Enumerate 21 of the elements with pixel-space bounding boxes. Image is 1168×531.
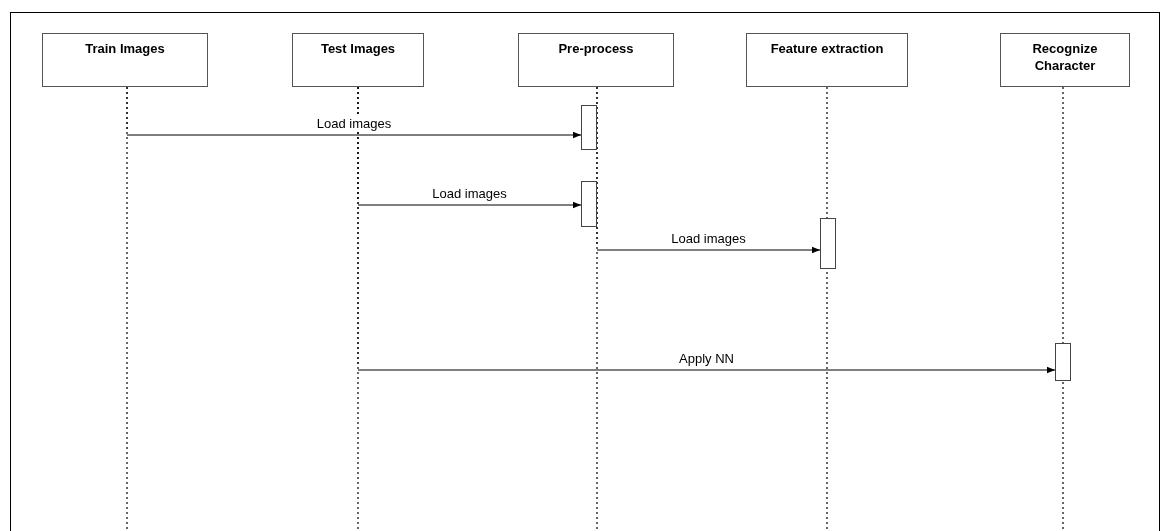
participant-name: Train Images <box>84 40 166 57</box>
activation-bar <box>1055 343 1071 381</box>
participant-box <box>518 33 674 87</box>
edge-label: Load images <box>430 186 509 201</box>
participant-box <box>746 33 908 87</box>
edge-label: Apply NN <box>677 351 736 366</box>
edge-label: Load images <box>314 116 394 131</box>
arrow <box>357 86 1056 374</box>
participant-box <box>42 33 208 87</box>
participant-box <box>1000 33 1130 87</box>
activation-bar <box>581 181 597 227</box>
arrow <box>596 86 821 254</box>
participant-name: Pre-process <box>557 40 635 57</box>
arrow <box>126 86 582 139</box>
participant-name: Feature extraction <box>769 40 885 57</box>
edge-label: Load images <box>669 231 748 246</box>
activation-bar <box>820 218 836 269</box>
activation-bar <box>581 105 597 150</box>
participant-name: Recognize Character <box>1031 40 1099 74</box>
participant-name: Test Images <box>319 40 397 57</box>
participant-box <box>292 33 424 87</box>
